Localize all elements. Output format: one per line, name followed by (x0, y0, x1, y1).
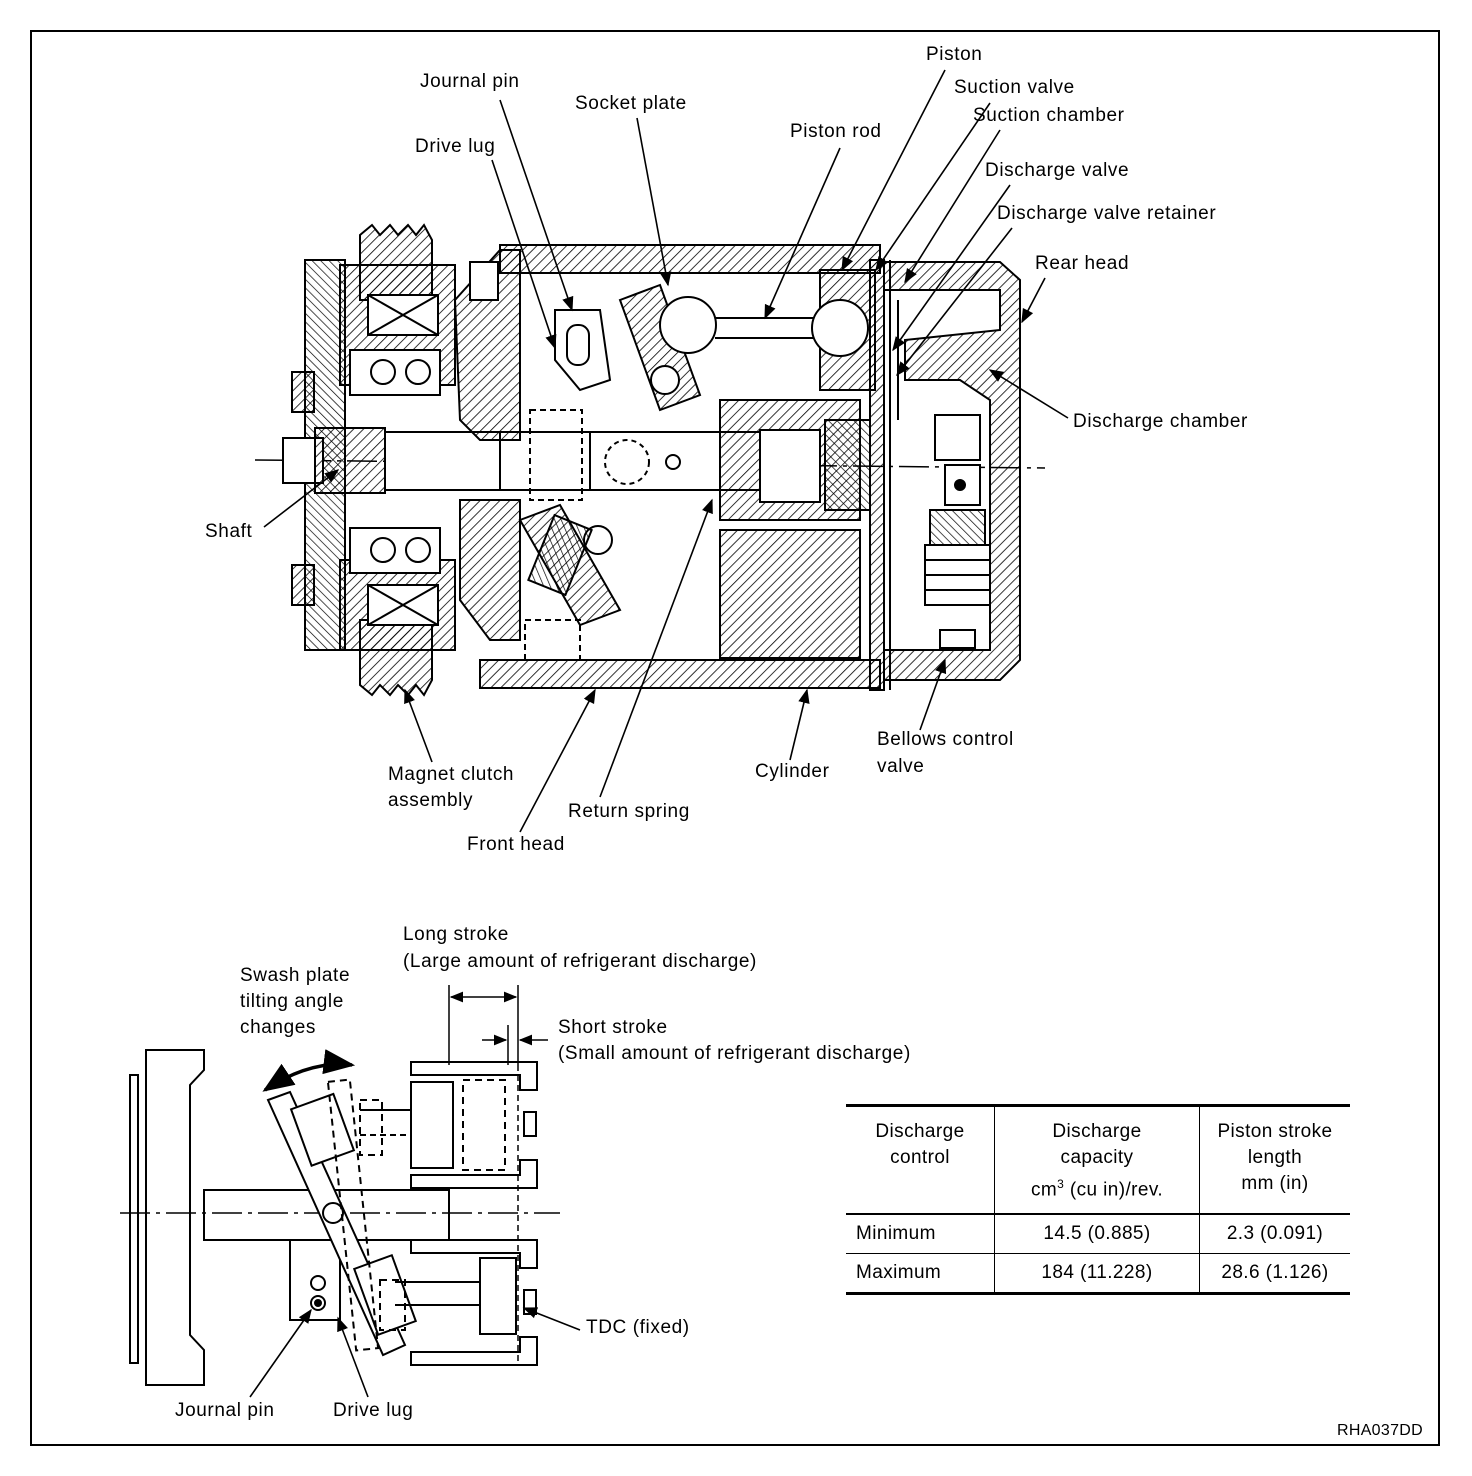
label-front-head: Front head (467, 834, 565, 855)
shaft (282, 427, 766, 494)
cell-stroke: 28.6 (1.126) (1199, 1253, 1350, 1296)
label-rear-head: Rear head (1035, 253, 1130, 274)
cell-stroke: 2.3 (0.091) (1199, 1214, 1350, 1255)
compressor-cross-section (254, 69, 1069, 833)
label-journal-pin: Journal pin (420, 71, 520, 92)
label-short-stroke: Short stroke (558, 1017, 668, 1038)
label-swash-line1: Swash plate (240, 965, 351, 986)
label-lower-drive-lug: Drive lug (333, 1400, 414, 1421)
label-magnet-clutch-line2: assembly (388, 790, 474, 811)
drive-lug-and-journal-pin (524, 309, 612, 661)
table-row: Maximum 184 (11.228) 28.6 (1.126) (846, 1253, 1350, 1296)
label-swash-line3: changes (240, 1017, 317, 1038)
label-tdc: TDC (fixed) (586, 1317, 690, 1338)
label-swash-line2: tilting angle (240, 991, 344, 1012)
label-bellows-line1: Bellows control (877, 729, 1014, 750)
cell-control: Maximum (846, 1253, 995, 1296)
label-discharge-valve: Discharge valve (985, 160, 1130, 181)
label-long-stroke: Long stroke (403, 924, 509, 945)
callout-leaders (263, 69, 1069, 833)
label-piston-rod: Piston rod (790, 121, 882, 142)
cell-control: Minimum (846, 1214, 995, 1255)
label-piston: Piston (926, 44, 983, 65)
label-long-stroke-desc: (Large amount of refrigerant discharge) (403, 951, 757, 972)
cell-capacity: 14.5 (0.885) (994, 1214, 1200, 1255)
label-discharge-chamber: Discharge chamber (1073, 411, 1248, 432)
socket-plate (518, 283, 717, 627)
table-row: Minimum 14.5 (0.885) 2.3 (0.091) (846, 1214, 1350, 1255)
label-short-stroke-desc: (Small amount of refrigerant discharge) (558, 1043, 911, 1064)
piston-and-rod (715, 299, 871, 511)
label-magnet-clutch-line1: Magnet clutch (388, 764, 515, 785)
figure-code: RHA037DD (1337, 1422, 1423, 1439)
magnet-clutch-pulley (291, 223, 456, 697)
valve-plate (869, 259, 899, 691)
label-drive-lug: Drive lug (415, 136, 496, 157)
label-socket-plate: Socket plate (575, 93, 687, 114)
figure-frame (30, 30, 1440, 1446)
rear-head (883, 261, 1021, 681)
label-suction-chamber: Suction chamber (973, 105, 1125, 126)
label-cylinder: Cylinder (755, 761, 830, 782)
label-lower-journal-pin: Journal pin (175, 1400, 275, 1421)
swash-plate-schematic (120, 985, 581, 1398)
label-discharge-valve-retainer: Discharge valve retainer (997, 203, 1217, 224)
label-return-spring: Return spring (568, 801, 690, 822)
label-shaft: Shaft (205, 521, 253, 542)
cell-capacity: 184 (11.228) (994, 1253, 1200, 1296)
label-suction-valve: Suction valve (954, 77, 1075, 98)
label-bellows-line2: valve (877, 756, 925, 777)
